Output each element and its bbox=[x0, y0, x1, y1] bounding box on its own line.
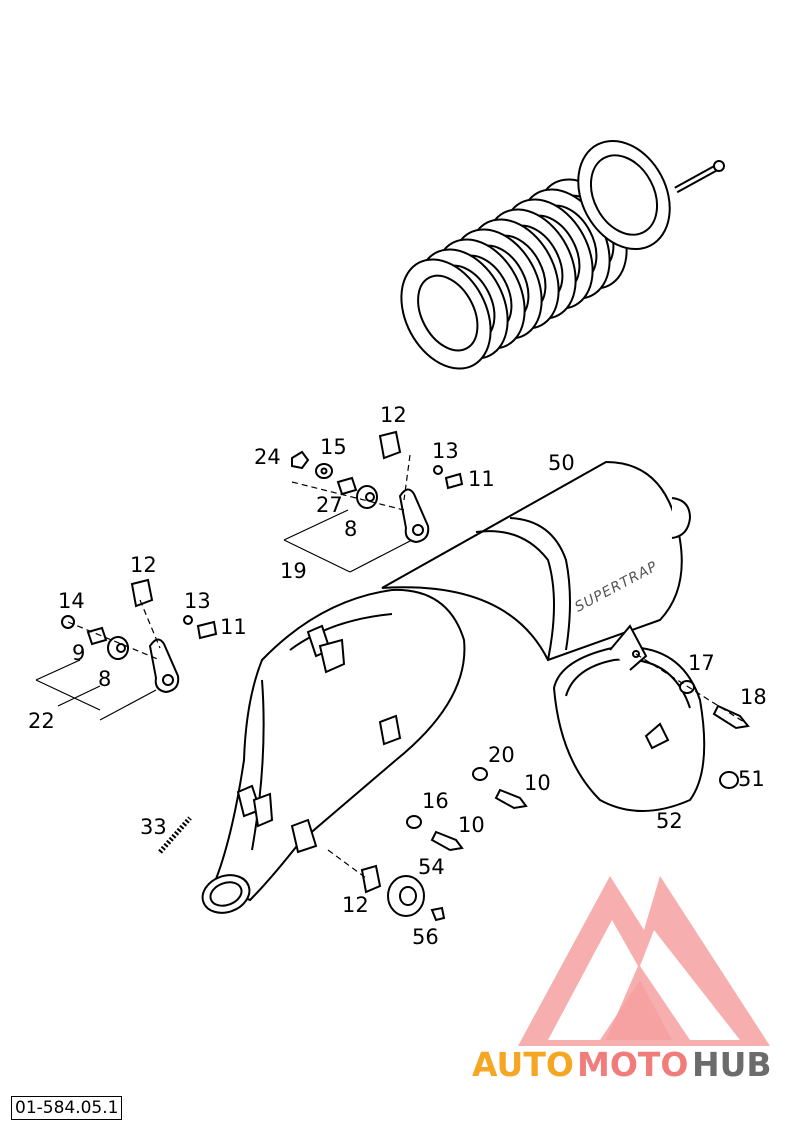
washer-13b bbox=[183, 615, 193, 625]
clip-12a bbox=[378, 430, 402, 460]
washer-13a bbox=[433, 465, 443, 475]
leader-lines bbox=[35, 454, 745, 879]
part-label-l12b: 12 bbox=[130, 553, 157, 577]
bushing-27 bbox=[336, 476, 358, 496]
part-label-l18: 18 bbox=[740, 685, 767, 709]
part-label-l20: 20 bbox=[488, 743, 515, 767]
part-label-l54: 54 bbox=[418, 855, 445, 879]
part-label-l8a: 8 bbox=[344, 517, 357, 541]
spring-33 bbox=[158, 816, 192, 854]
hardware-parts bbox=[61, 430, 750, 922]
automotohub-watermark: AUTO MOTO HUB bbox=[472, 876, 772, 1084]
part-label-l24: 24 bbox=[254, 445, 281, 469]
part-label-l16: 16 bbox=[422, 789, 449, 813]
part-label-l17: 17 bbox=[688, 651, 715, 675]
part-label-l9: 9 bbox=[72, 641, 85, 665]
nut-24 bbox=[291, 450, 310, 470]
part-label-l8b: 8 bbox=[98, 667, 111, 691]
part-label-l10a: 10 bbox=[524, 771, 551, 795]
part-label-l52: 52 bbox=[656, 809, 683, 833]
clamp-band bbox=[552, 624, 706, 812]
screw-10b bbox=[430, 830, 464, 852]
clip-12c bbox=[360, 864, 382, 894]
watermark-text-hub: HUB bbox=[692, 1045, 772, 1084]
screw-10a bbox=[494, 788, 528, 810]
part-label-l33: 33 bbox=[140, 815, 167, 839]
part-label-l11b: 11 bbox=[220, 615, 247, 639]
washer-16 bbox=[406, 815, 422, 829]
muffler-body: SUPERTRAP bbox=[201, 460, 692, 914]
clip-12b bbox=[130, 578, 154, 608]
part-label-l19: 19 bbox=[280, 559, 307, 583]
screw-11a bbox=[444, 472, 464, 490]
cap-51 bbox=[719, 771, 739, 789]
washer-17 bbox=[679, 680, 695, 694]
watermark-text-auto: AUTO bbox=[472, 1045, 574, 1084]
washer-20 bbox=[472, 767, 488, 781]
screw-18 bbox=[712, 704, 750, 730]
bushing-9 bbox=[86, 626, 108, 646]
screw-11b bbox=[196, 620, 218, 640]
part-label-l15: 15 bbox=[320, 435, 347, 459]
part-label-l12c: 12 bbox=[342, 893, 369, 917]
supertrap-disc-stack bbox=[400, 139, 725, 370]
part-label-l10b: 10 bbox=[458, 813, 485, 837]
diagram-code: 01-584.05.1 bbox=[11, 1096, 123, 1120]
part-label-l27: 27 bbox=[316, 493, 343, 517]
long-bolt bbox=[674, 160, 725, 194]
part-label-l14: 14 bbox=[58, 589, 85, 613]
part-label-l13a: 13 bbox=[432, 439, 459, 463]
part-label-l12a: 12 bbox=[380, 403, 407, 427]
part-label-l22: 22 bbox=[28, 709, 55, 733]
part-label-l11a: 11 bbox=[468, 467, 495, 491]
part-label-l56: 56 bbox=[412, 925, 439, 949]
part-label-l51: 51 bbox=[738, 767, 765, 791]
part-label-l50: 50 bbox=[548, 451, 575, 475]
part-label-l13b: 13 bbox=[184, 589, 211, 613]
supertrap-disc bbox=[400, 258, 492, 370]
screw-56 bbox=[430, 906, 446, 922]
watermark-text-moto: MOTO bbox=[577, 1045, 688, 1084]
